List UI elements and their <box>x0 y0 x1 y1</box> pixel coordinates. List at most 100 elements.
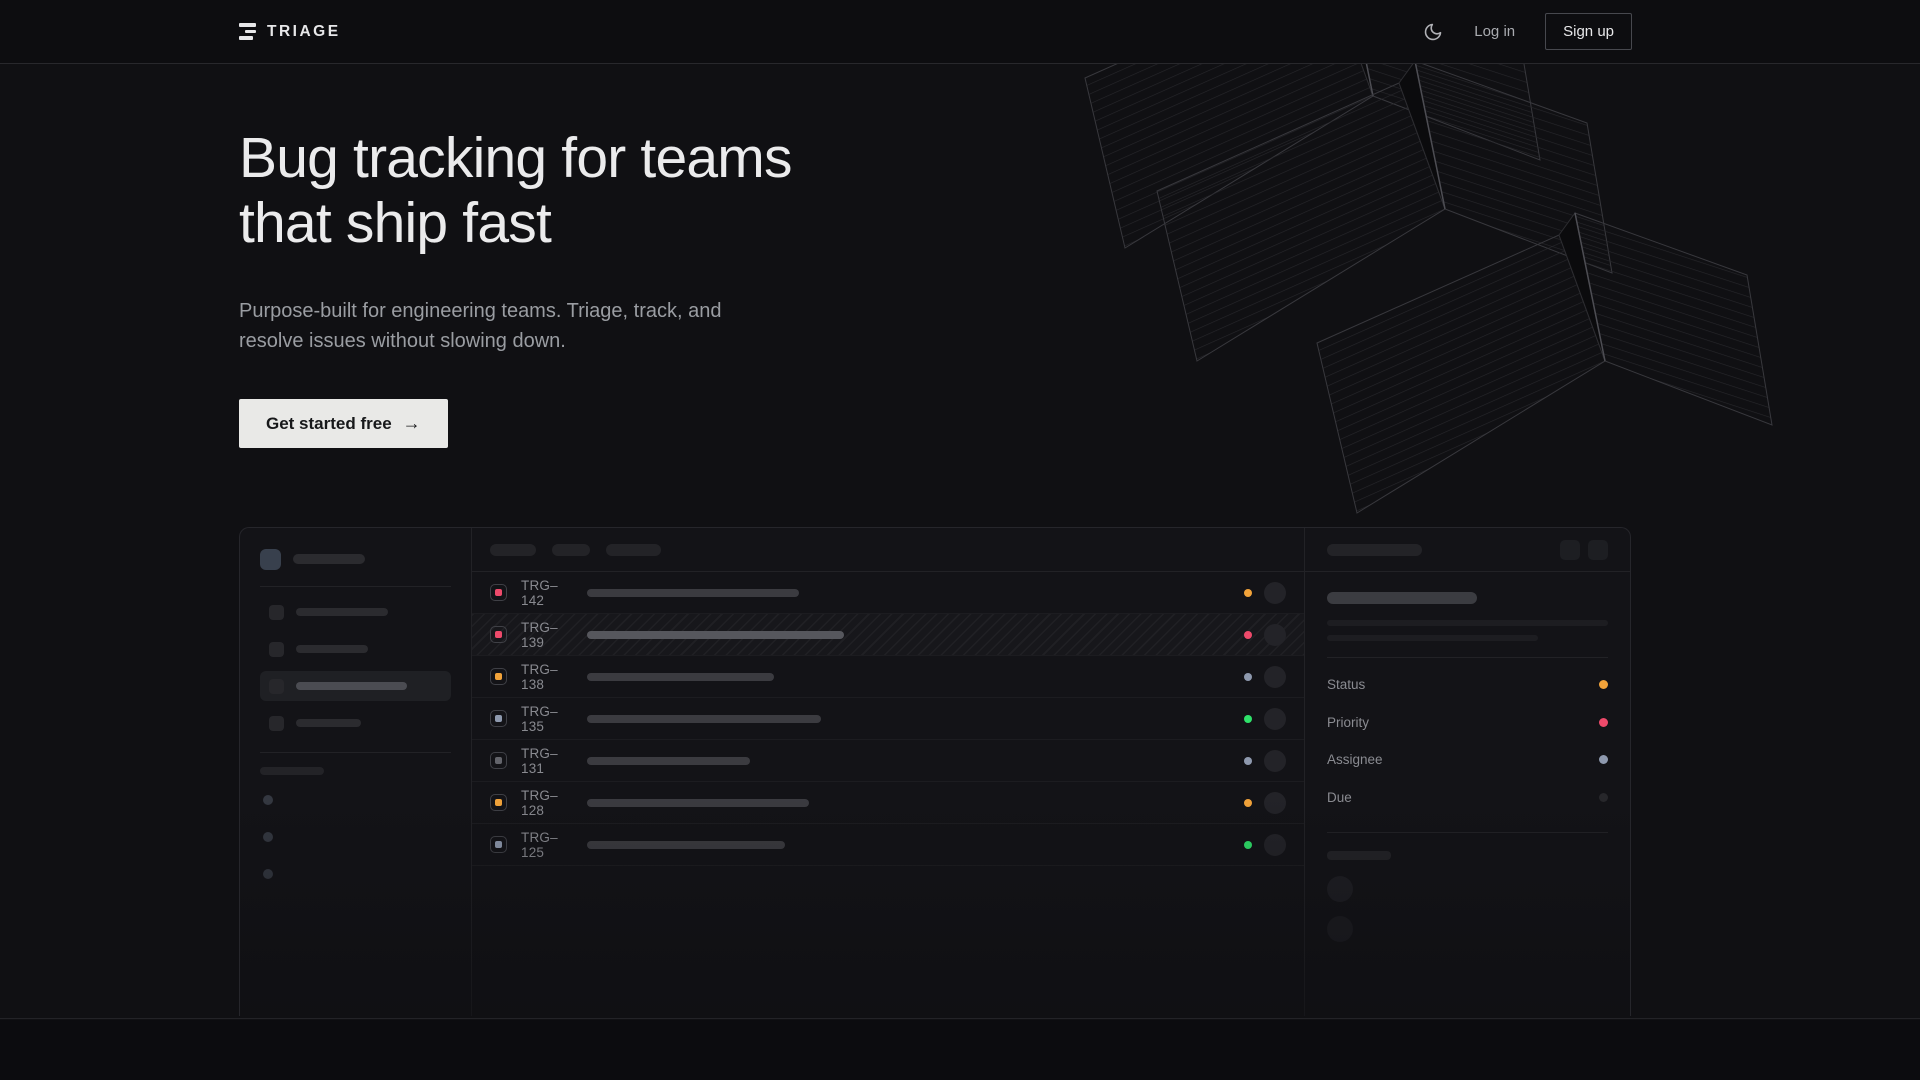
assignee-avatar <box>1264 581 1286 604</box>
nav-actions: Log in Sign up <box>1422 13 1632 50</box>
sidebar-item-label-placeholder <box>296 608 388 616</box>
signup-button[interactable]: Sign up <box>1545 13 1632 50</box>
issue-id: TRG–131 <box>521 745 558 776</box>
sidebar-item-icon <box>269 678 284 694</box>
list-tab-placeholder <box>490 543 536 556</box>
detail-panel-header <box>1305 528 1630 572</box>
hero-section: Bug tracking for teams that ship fast Pu… <box>0 64 1920 1019</box>
assignee-avatar <box>1264 707 1286 730</box>
get-started-button[interactable]: Get started free → <box>239 399 448 448</box>
navbar: TRIAGE Log in Sign up <box>0 0 1920 64</box>
hero-subtitle: Purpose-built for engineering teams. Tri… <box>239 296 721 356</box>
issue-row: TRG–135 <box>472 698 1304 740</box>
issue-list-header <box>472 528 1304 572</box>
sidebar-section-label-placeholder <box>260 767 324 775</box>
sidebar-item-placeholder-active <box>260 671 451 701</box>
login-link[interactable]: Log in <box>1474 23 1516 40</box>
detail-issue-title-placeholder <box>1327 592 1477 604</box>
hero-subtitle-line1: Purpose-built for engineering teams. Tri… <box>239 300 722 322</box>
field-value-dot <box>1599 792 1608 802</box>
detail-field-assignee: Assignee <box>1327 741 1608 779</box>
assignee-avatar <box>1264 749 1286 772</box>
activity-avatar-placeholder <box>1327 916 1353 942</box>
moon-icon <box>1424 23 1442 40</box>
mockup-issue-list: TRG–142 TRG–139 TRG–138 <box>472 528 1304 1016</box>
issue-title-placeholder <box>587 630 844 639</box>
issue-id: TRG–135 <box>521 703 558 734</box>
field-label: Priority <box>1327 714 1370 730</box>
field-value-dot <box>1599 755 1608 765</box>
triage-bars-icon <box>239 23 256 40</box>
page-title-line1: Bug tracking for teams <box>239 126 792 190</box>
detail-action-placeholder <box>1560 539 1580 560</box>
detail-field-status: Status <box>1327 666 1608 704</box>
field-label: Status <box>1327 677 1366 693</box>
page-title: Bug tracking for teams that ship fast <box>239 126 792 256</box>
issue-row: TRG–128 <box>472 782 1304 824</box>
assignee-avatar <box>1264 665 1286 688</box>
issue-type-icon <box>490 794 507 811</box>
detail-action-placeholder <box>1588 539 1608 560</box>
assignee-avatar <box>1264 791 1286 814</box>
status-dot <box>1244 756 1252 765</box>
footer-section <box>0 1020 1920 1080</box>
issue-type-icon <box>490 836 507 853</box>
issue-type-icon <box>490 710 507 727</box>
sidebar-item-placeholder <box>260 634 451 664</box>
sidebar-divider <box>260 586 451 587</box>
sidebar-item-placeholder <box>260 708 451 738</box>
detail-text-line-placeholder <box>1327 635 1538 641</box>
mockup-detail-panel: Status Priority Assignee <box>1304 528 1630 1016</box>
app-mockup-illustration: TRG–142 TRG–139 TRG–138 <box>239 527 1631 1016</box>
hero-subtitle-line2: resolve issues without slowing down. <box>239 330 566 352</box>
sidebar-dot-placeholder <box>263 795 273 805</box>
sidebar-dot-placeholder <box>263 869 273 879</box>
issue-title-placeholder <box>587 840 785 849</box>
field-label: Assignee <box>1327 752 1383 768</box>
sidebar-item-label-placeholder <box>296 682 407 690</box>
issue-id: TRG–139 <box>521 619 558 650</box>
issue-title-placeholder <box>587 588 799 597</box>
workspace-row <box>260 546 451 572</box>
status-dot <box>1244 798 1252 807</box>
sidebar-dot-placeholder <box>263 832 273 842</box>
detail-section-label-placeholder <box>1327 851 1391 860</box>
detail-text-line-placeholder <box>1327 620 1608 626</box>
detail-fields: Status Priority Assignee <box>1327 666 1608 816</box>
workspace-avatar <box>260 548 281 570</box>
issue-id: TRG–125 <box>521 829 558 860</box>
assignee-avatar <box>1264 623 1286 646</box>
detail-divider <box>1327 832 1608 833</box>
status-dot <box>1244 840 1252 849</box>
activity-avatar-placeholder <box>1327 876 1353 902</box>
list-tab-placeholder <box>552 543 590 556</box>
detail-panel-body: Status Priority Assignee <box>1305 572 1630 942</box>
sidebar-item-icon <box>269 715 284 731</box>
field-value-dot <box>1599 680 1608 690</box>
theme-toggle-button[interactable] <box>1422 21 1444 43</box>
status-dot <box>1244 630 1252 639</box>
issue-title-placeholder <box>587 756 750 765</box>
sidebar-item-icon <box>269 604 284 620</box>
field-value-dot <box>1599 717 1608 727</box>
sidebar-nav <box>260 597 451 738</box>
sidebar-divider <box>260 752 451 753</box>
issue-id: TRG–142 <box>521 577 558 608</box>
sidebar-item-label-placeholder <box>296 645 368 653</box>
issue-title-placeholder <box>587 672 774 681</box>
workspace-name-placeholder <box>293 554 365 564</box>
issue-row: TRG–125 <box>472 824 1304 866</box>
issue-id: TRG–138 <box>521 661 558 692</box>
issue-type-icon <box>490 584 507 601</box>
issue-title-placeholder <box>587 714 821 723</box>
detail-field-due: Due <box>1327 779 1608 817</box>
get-started-label: Get started free <box>266 413 392 433</box>
status-dot <box>1244 588 1252 597</box>
detail-title-tab-placeholder <box>1327 543 1422 556</box>
sidebar-item-label-placeholder <box>296 719 361 727</box>
brand-name: TRIAGE <box>267 22 341 40</box>
status-dot <box>1244 714 1252 723</box>
issue-type-icon <box>490 752 507 769</box>
issue-type-icon <box>490 668 507 685</box>
issue-row: TRG–142 <box>472 572 1304 614</box>
